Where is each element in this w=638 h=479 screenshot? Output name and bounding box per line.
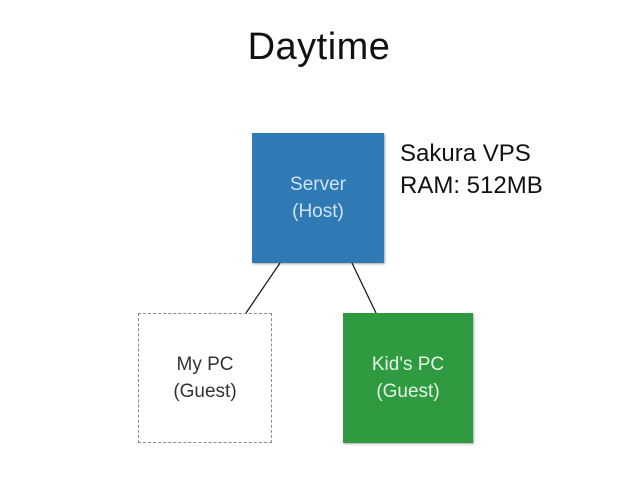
server-spec-annotation: Sakura VPS RAM: 512MB [400,138,543,202]
my-pc-guest-node: My PC (Guest) [138,313,272,443]
server-host-node: Server (Host) [252,133,384,263]
edge-server-kid-pc [351,262,377,314]
edge-server-my-pc [245,262,281,314]
kid-pc-guest-node: Kid's PC (Guest) [343,313,473,443]
slide-title: Daytime [247,26,391,68]
kid-pc-node-label: Kid's PC [371,354,445,375]
server-node-role: (Host) [292,201,344,222]
kid-pc-node-role: (Guest) [376,381,440,402]
server-node-label: Server [290,174,346,195]
annotation-provider: Sakura VPS [400,140,531,167]
annotation-ram: RAM: 512MB [400,172,543,199]
my-pc-node-role: (Guest) [173,381,237,402]
my-pc-node-label: My PC [176,354,234,375]
